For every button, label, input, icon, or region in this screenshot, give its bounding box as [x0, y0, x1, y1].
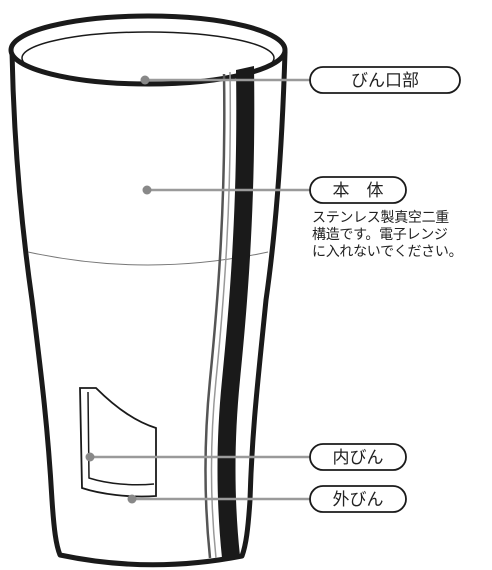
- callout-inner-bottle-label: 内びん: [333, 448, 384, 468]
- callout-outer-bottle-pill: [309, 485, 407, 513]
- dot-outer-bottle: [127, 494, 137, 504]
- callout-outer-bottle: 外びん: [309, 485, 407, 513]
- callout-rim: びん口部: [309, 66, 461, 94]
- stripe-light: [204, 73, 226, 559]
- dot-inner-bottle: [85, 452, 95, 462]
- callout-rim-label: びん口部: [351, 71, 419, 91]
- leader-lines: [90, 78, 318, 501]
- callout-body-pill: [309, 176, 407, 204]
- callout-inner-bottle-pill: [309, 443, 407, 471]
- cutaway-window: [79, 387, 157, 498]
- callout-body-label: 本 体: [333, 181, 384, 201]
- leader-dots: [85, 75, 152, 504]
- callout-rim-pill: [309, 66, 461, 94]
- body-note: ステンレス製真空二重 構造です。電子レンジ に入れないでください。: [312, 210, 463, 260]
- cutaway-inner-wall: [87, 391, 155, 486]
- callout-inner-bottle: 内びん: [309, 443, 407, 471]
- callout-outer-bottle-label: 外びん: [333, 490, 384, 510]
- dot-rim: [140, 75, 150, 85]
- dot-body: [142, 185, 152, 195]
- rim-inner-ellipse: [21, 31, 275, 85]
- stripe-light-2: [210, 71, 232, 559]
- callout-body: 本 体: [309, 176, 407, 204]
